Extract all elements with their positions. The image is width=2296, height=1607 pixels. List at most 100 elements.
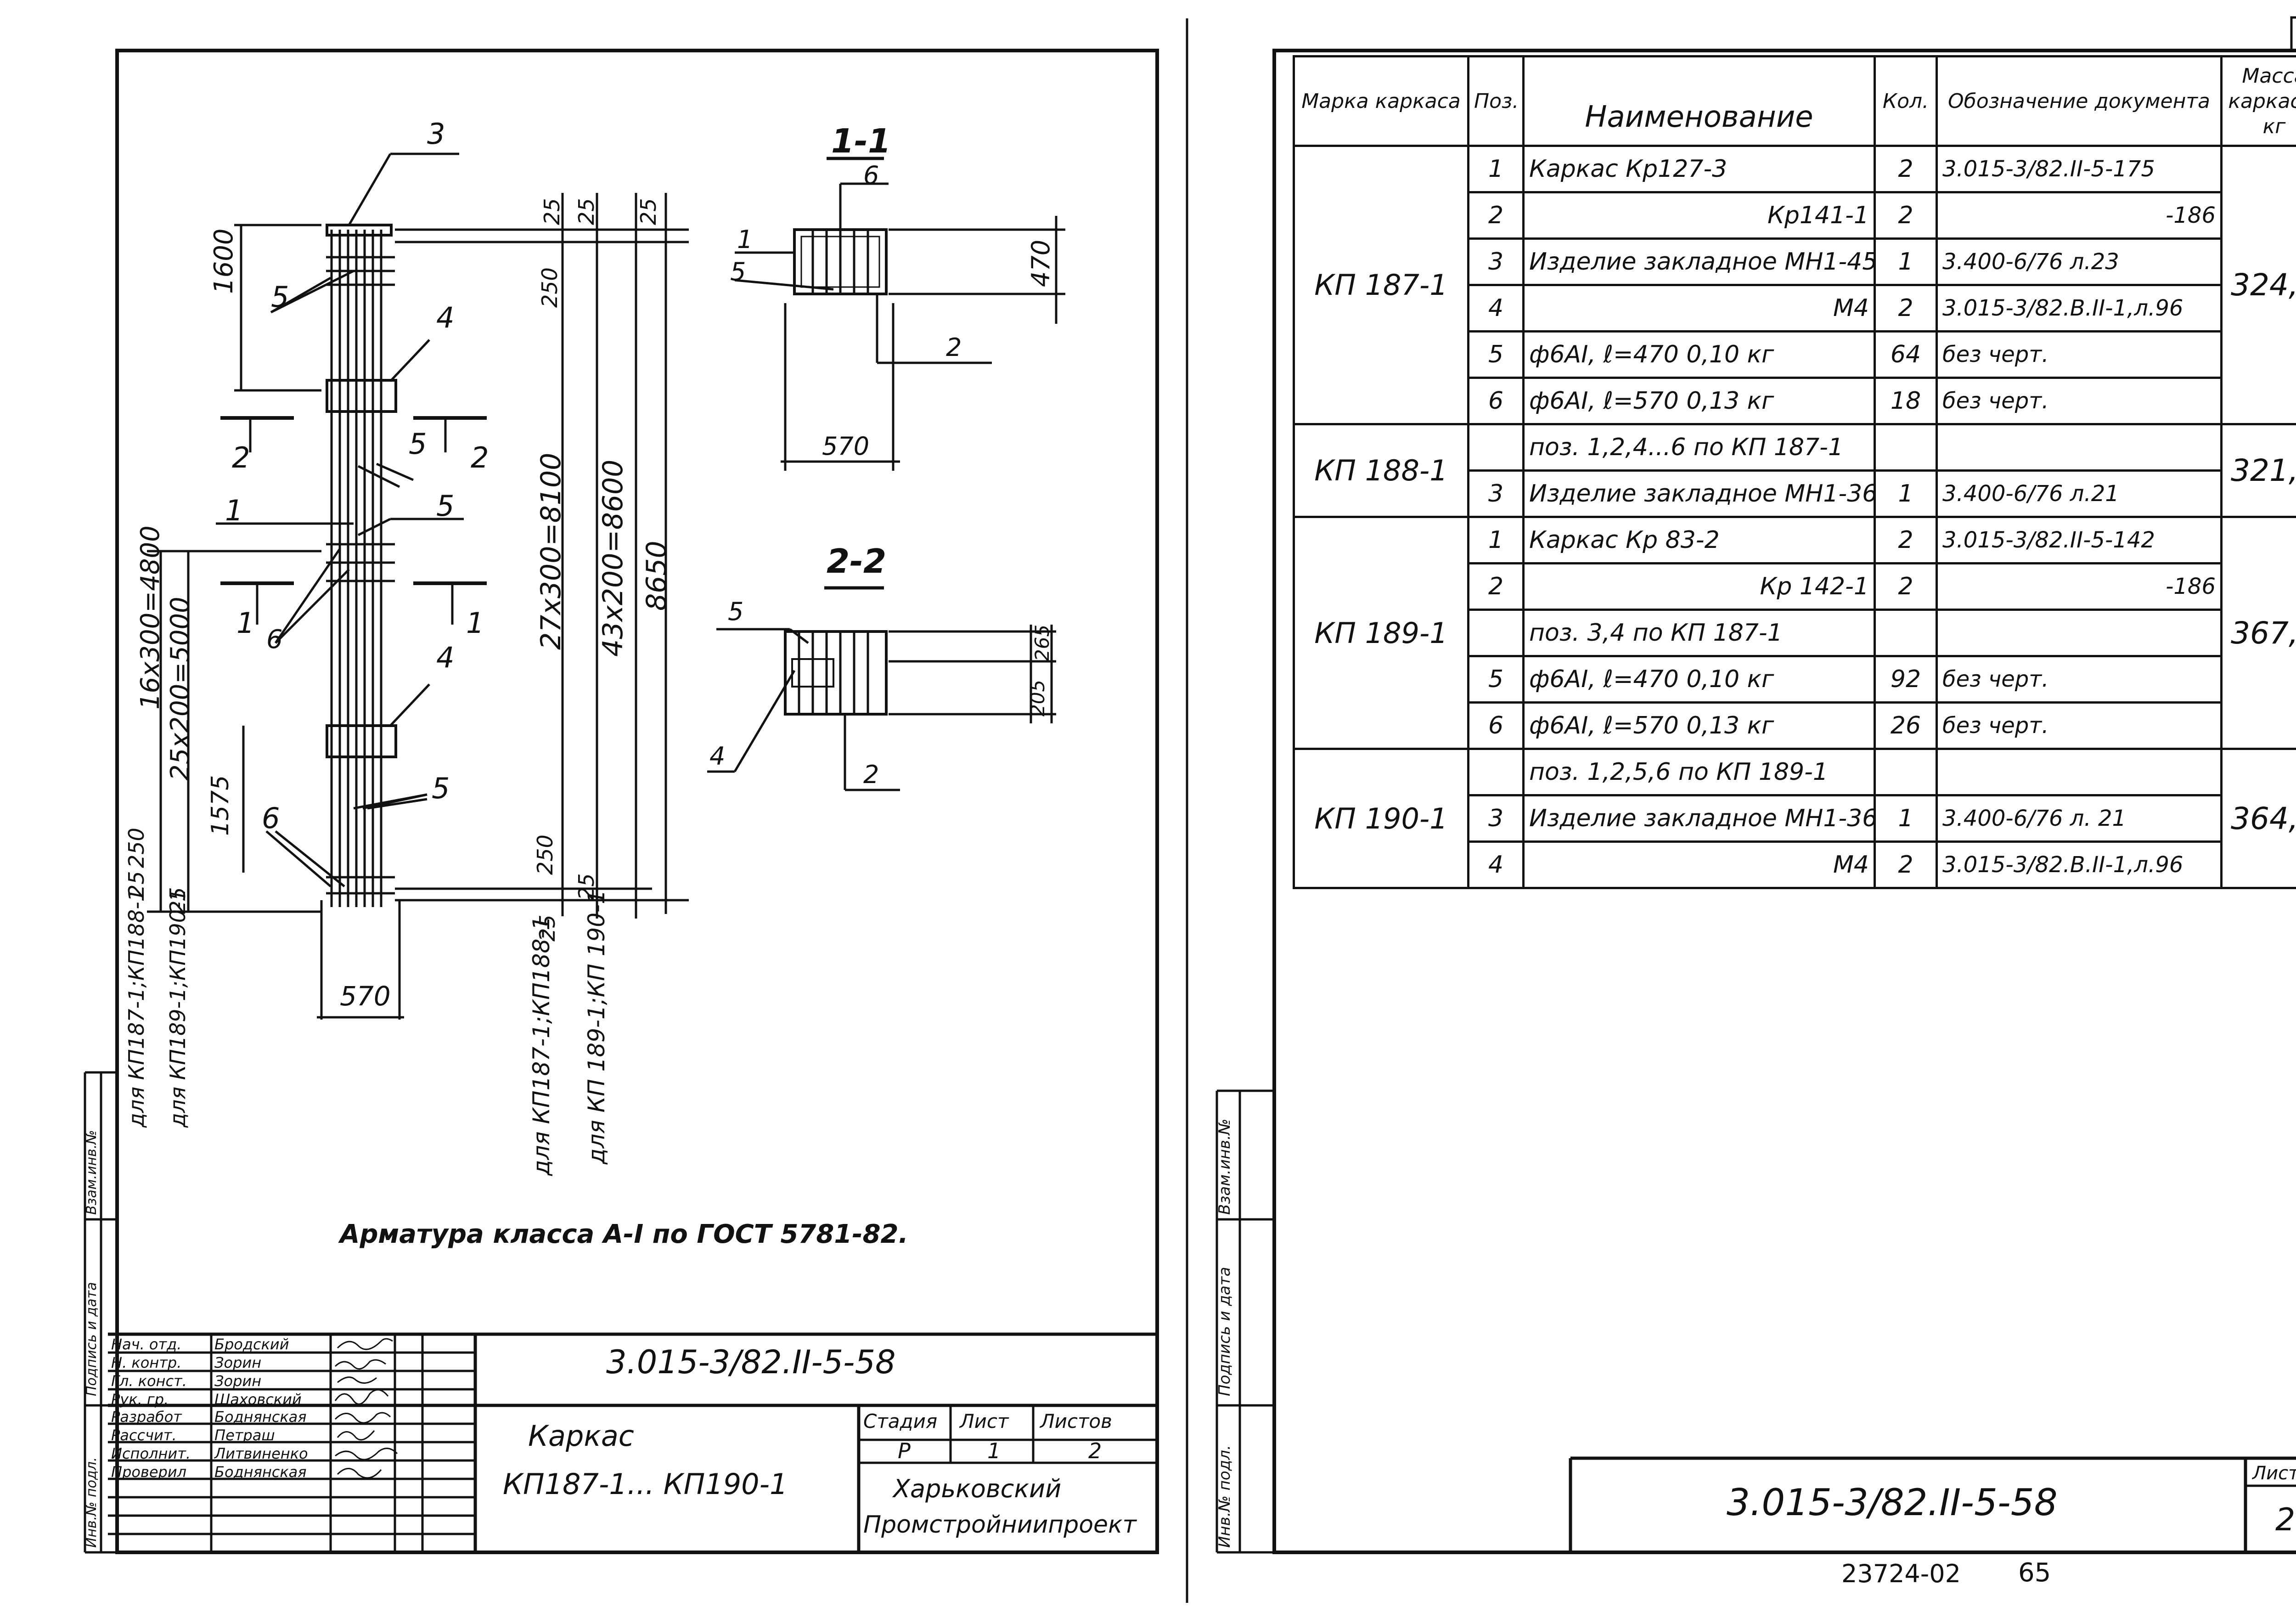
bottom-note: 23724-02	[1841, 1559, 1961, 1588]
right-stamp-vzam-inv: Взам.инв.№	[1216, 1118, 1234, 1215]
spec-doc-cell: 3.015-3/82.В.II-1,л.96	[1936, 840, 2223, 889]
sec2-pos-5: 5	[728, 597, 744, 626]
spec-doc-cell: 3.015-3/82.II-5-175	[1936, 145, 2223, 193]
spec-mark-cell: КП 189-1	[1293, 516, 1469, 750]
left-title-block-lines	[108, 1332, 1157, 1552]
spec-doc-cell: без черт.	[1936, 701, 2223, 750]
pos-mark-1-left: 1	[236, 606, 255, 640]
spec-name-cell: ф6АI, ℓ=470 0,10 кг	[1522, 655, 1876, 704]
pos-mark-5c: 5	[436, 489, 455, 523]
tb-name-3: Зорин	[214, 1372, 262, 1390]
section-2-2-drawing	[707, 586, 1056, 791]
org-line1: Харьковский	[893, 1474, 1062, 1503]
pos-mark-5b: 5	[409, 427, 427, 461]
spec-header-mark: Марка каркаса	[1293, 55, 1469, 147]
tb-role-2: Н. контр.	[111, 1354, 182, 1371]
spec-name-cell: Изделие закладное МН1-36	[1522, 794, 1876, 843]
tb-role-5: Разработ	[111, 1408, 182, 1426]
spec-pos-cell: 4	[1467, 840, 1525, 889]
sheets-value: 2	[1088, 1438, 1102, 1463]
tb-role-4: Рук. гр.	[111, 1391, 169, 1408]
sheet-value: 1	[987, 1438, 1001, 1463]
spec-name-cell: М4	[1522, 284, 1876, 333]
spec-doc-cell: 3.400-6/76 л.23	[1936, 237, 2223, 286]
pos-mark-1: 1	[225, 494, 243, 527]
right-stamp-inv-podl: Инв.№ подл.	[1216, 1445, 1234, 1548]
spec-doc-cell	[1936, 748, 2223, 796]
spec-qty-cell: 2	[1874, 840, 1938, 889]
spec-pos-cell: 3	[1467, 469, 1525, 518]
spec-doc-cell: -186	[1936, 562, 2223, 611]
table-row: КП 190-1 поз. 1,2,5,6 по КП 189-1 364,9	[1293, 748, 2296, 889]
spec-name-cell: Кр141-1	[1522, 191, 1876, 240]
spec-pos-cell	[1467, 423, 1525, 472]
spec-header-mass: Масса каркаса, кг	[2220, 55, 2296, 147]
sec1-pos-2: 2	[946, 333, 962, 362]
spec-doc-cell: без черт.	[1936, 330, 2223, 379]
spec-pos-cell: 6	[1467, 377, 1525, 425]
spec-doc-cell: 3.015-3/82.II-5-142	[1936, 516, 2223, 564]
spec-qty-cell	[1874, 609, 1938, 657]
stage-value: Р	[898, 1438, 911, 1463]
left-side-stamp-lines	[84, 1071, 117, 1554]
spec-pos-cell	[1467, 748, 1525, 796]
spec-qty-cell: 92	[1874, 655, 1938, 704]
right-doc-code: 3.015-3/82.II-5-58	[1727, 1481, 2058, 1524]
pos-mark-6: 6	[266, 625, 283, 654]
spec-mass-cell: 364,9	[2220, 748, 2296, 889]
tb-role-7: Исполнит.	[111, 1445, 191, 1462]
spec-qty-cell: 1	[1874, 469, 1938, 518]
tb-name-8: Боднянская	[214, 1463, 307, 1481]
spec-header-doc: Обозначение документа	[1936, 55, 2223, 147]
spec-header-qty: Кол.	[1874, 55, 1938, 147]
sec1-pos-5: 5	[730, 257, 746, 286]
spec-qty-cell: 2	[1874, 516, 1938, 564]
spec-pos-cell: 3	[1467, 237, 1525, 286]
spec-doc-cell: 3.015-3/82.В.II-1,л.96	[1936, 284, 2223, 333]
spec-qty-cell: 26	[1874, 701, 1938, 750]
right-stamp-lines	[1569, 1456, 2296, 1552]
spec-pos-cell: 5	[1467, 655, 1525, 704]
sec2-pos-2: 2	[863, 760, 879, 789]
left-title-line2: КП187-1... КП190-1	[503, 1467, 788, 1501]
spec-mark-cell: КП 188-1	[1293, 423, 1469, 518]
spec-name-cell: ф6АI, ℓ=570 0,13 кг	[1522, 377, 1876, 425]
spec-mass-cell: 321,8	[2220, 423, 2296, 518]
spec-name-cell: Каркас Кр 83-2	[1522, 516, 1876, 564]
spec-qty-cell: 1	[1874, 237, 1938, 286]
spec-pos-cell: 1	[1467, 145, 1525, 193]
spec-qty-cell: 18	[1874, 377, 1938, 425]
spec-pos-cell: 5	[1467, 330, 1525, 379]
spec-name-cell: Изделие закладное МН1-45	[1522, 237, 1876, 286]
spec-pos-cell: 2	[1467, 562, 1525, 611]
pos-mark-5a: 5	[271, 280, 289, 314]
spec-pos-cell: 3	[1467, 794, 1525, 843]
spec-name-cell: поз. 1,2,5,6 по КП 189-1	[1522, 748, 1876, 796]
sheets-header: Листов	[1040, 1410, 1112, 1432]
tb-name-4: Шаховский	[214, 1391, 302, 1408]
spec-qty-cell: 2	[1874, 145, 1938, 193]
sec1-pos-6: 6	[863, 161, 879, 190]
spec-name-cell: Каркас Кр127-3	[1522, 145, 1876, 193]
spec-name-cell: ф6АI, ℓ=570 0,13 кг	[1522, 701, 1876, 750]
spec-mark-cell: КП 190-1	[1293, 748, 1469, 889]
dim-570-sec: 570	[822, 432, 870, 461]
spec-name-cell: Кр 142-1	[1522, 562, 1876, 611]
org-line2: Промстройниипроект	[863, 1511, 1137, 1539]
spec-qty-cell: 64	[1874, 330, 1938, 379]
pos-mark-3: 3	[427, 117, 445, 151]
left-doc-code: 3.015-3/82.II-5-58	[606, 1343, 896, 1381]
tb-role-8: Проверил	[111, 1463, 187, 1481]
